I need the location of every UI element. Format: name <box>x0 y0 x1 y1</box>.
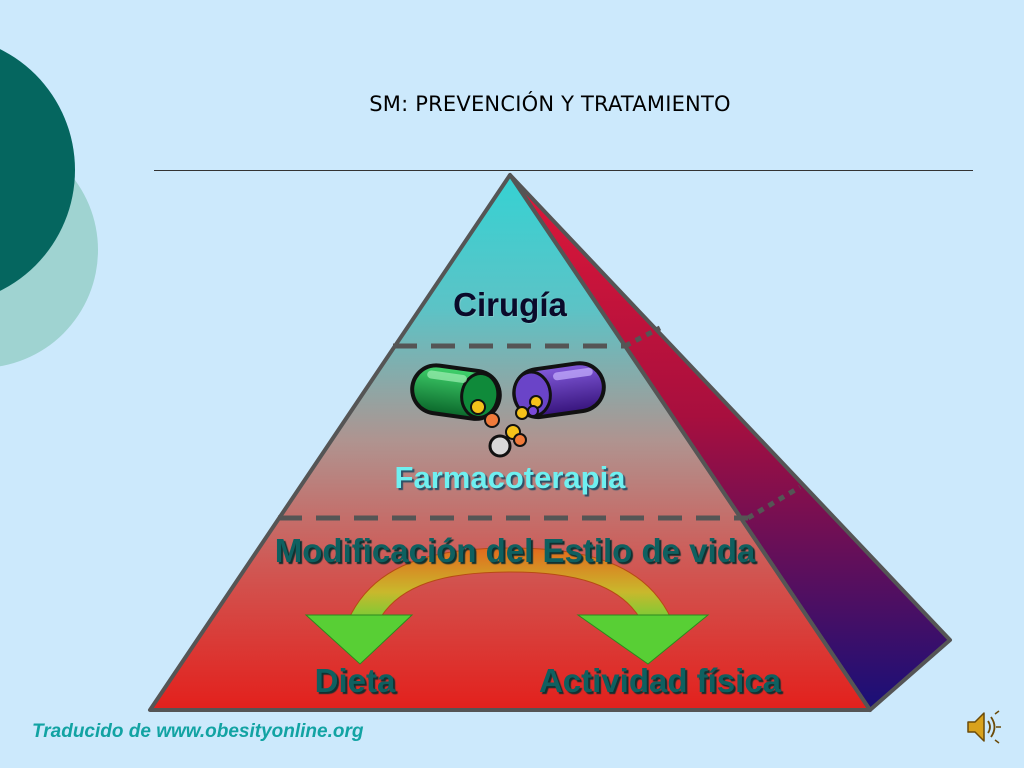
arrow-head-left <box>304 614 414 665</box>
slide-title: SM: PREVENCIÓN Y TRATAMIENTO <box>369 92 731 116</box>
arrow-head-right <box>576 614 710 665</box>
decorative-circles <box>0 49 98 367</box>
deco-circle-dark <box>0 49 75 291</box>
tier-label-surgery: Cirugía <box>453 286 567 323</box>
speaker-icon[interactable] <box>964 708 1002 746</box>
tier-label-diet: Dieta <box>314 662 396 699</box>
tier-divider-bottom-side <box>746 484 802 521</box>
pill-capsules-icon <box>410 361 606 458</box>
footer-credit: Traducido de www.obesityonline.org <box>32 721 364 742</box>
tier-label-physical-activity: Actividad física <box>538 662 782 699</box>
title-divider <box>154 170 973 171</box>
tier-label-pharmacotherapy: Farmacoterapia <box>394 460 626 495</box>
tier-label-lifestyle: Modificación del Estilo de vida <box>274 532 756 569</box>
curved-arrows-icon <box>304 547 710 665</box>
